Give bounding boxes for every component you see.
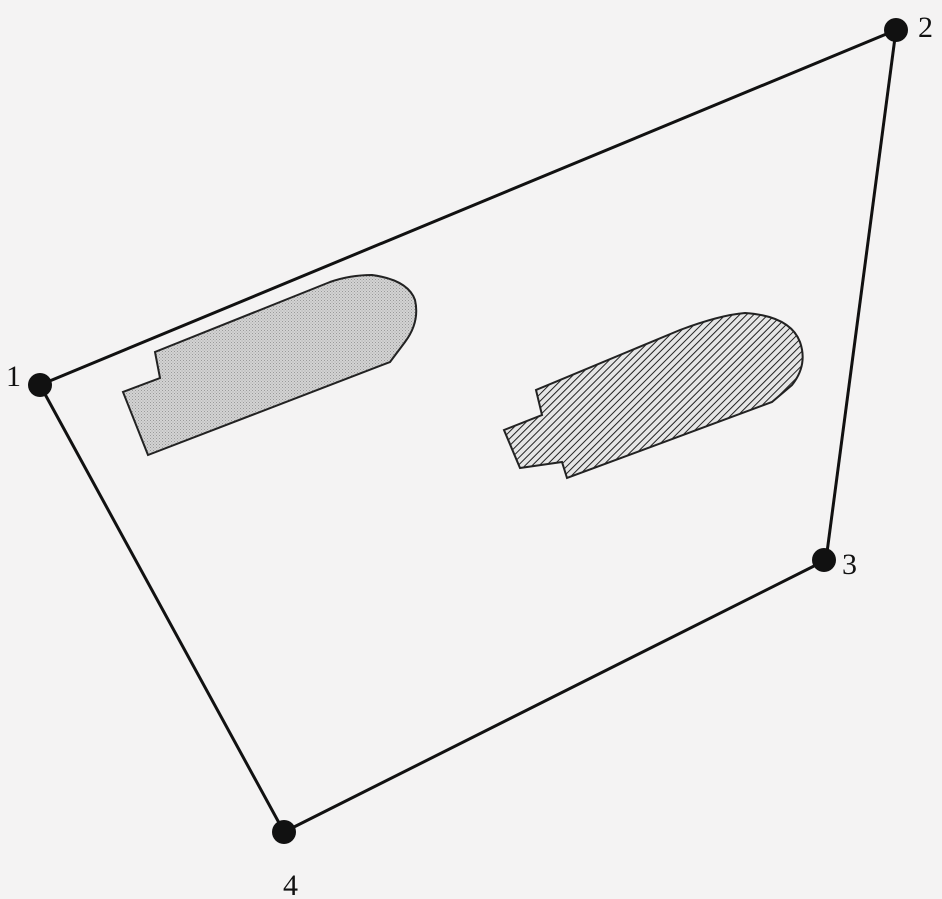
vertex-2-dot bbox=[884, 18, 908, 42]
edge-1-2 bbox=[39, 28, 897, 387]
vertex-4-dot bbox=[272, 820, 296, 844]
vertex-4-label: 4 bbox=[283, 869, 298, 899]
vertex-1-dot bbox=[28, 373, 52, 397]
vertex-3-dot bbox=[812, 548, 836, 572]
edge-2-3 bbox=[824, 29, 898, 561]
edge-3-4 bbox=[283, 558, 827, 834]
vertex-3-label: 3 bbox=[842, 548, 857, 581]
edge-4-1 bbox=[38, 384, 286, 833]
right-ship-shape bbox=[502, 311, 804, 480]
left-ship-shape bbox=[121, 273, 418, 457]
vertex-2-label: 2 bbox=[918, 11, 933, 44]
vertex-1-label: 1 bbox=[6, 360, 21, 393]
